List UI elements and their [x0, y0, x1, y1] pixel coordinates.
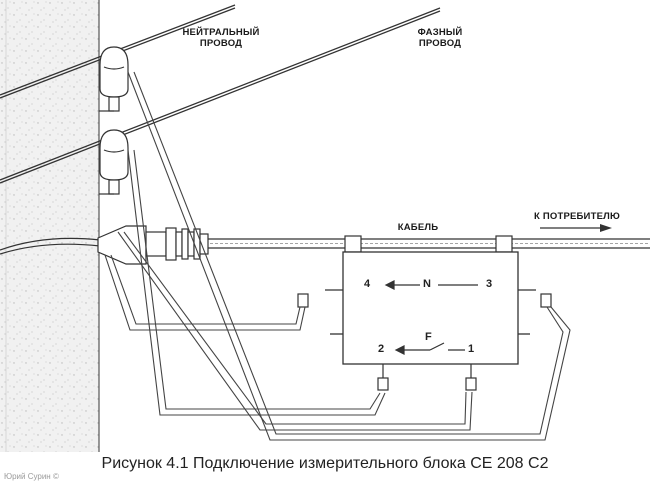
terminal-1-label: 1	[468, 343, 475, 355]
insulator-phase	[99, 129, 129, 195]
meter-block	[325, 251, 536, 365]
terminal-4-label: 4	[364, 278, 371, 290]
watermark: Юрий Сурин ©	[4, 472, 59, 481]
terminal-n-label: N	[423, 278, 431, 290]
connecting-wires	[104, 71, 571, 441]
anchor-clamp	[97, 225, 209, 265]
terminal-lugs	[297, 293, 552, 391]
insulator-neutral	[99, 46, 129, 112]
figure-caption: Рисунок 4.1 Подключение измерительного б…	[101, 455, 549, 472]
phase-wire-label-line2: ПРОВОД	[418, 38, 462, 49]
cable-clamps	[344, 235, 513, 253]
to-consumer-arrow	[540, 224, 612, 232]
cable	[0, 237, 650, 255]
wall-pole	[0, 0, 99, 452]
phase-wire	[0, 7, 441, 184]
terminal-2-label: 2	[378, 343, 385, 355]
phase-path	[394, 342, 465, 355]
cable-label: КАБЕЛЬ	[397, 222, 439, 233]
neutral-wire-label-line2: ПРОВОД	[199, 38, 243, 49]
phase-wire-label-line1: ФАЗНЫЙ	[417, 27, 463, 38]
phase-wire-label: ФАЗНЫЙ ПРОВОД	[405, 27, 475, 49]
neutral-wire-label-line1: НЕЙТРАЛЬНЫЙ	[182, 27, 260, 38]
terminal-f-label: F	[425, 331, 432, 343]
neutral-wire-label: НЕЙТРАЛЬНЫЙ ПРОВОД	[176, 27, 266, 49]
neutral-path	[384, 280, 478, 290]
to-consumer-label: К ПОТРЕБИТЕЛЮ	[534, 211, 620, 222]
terminal-3-label: 3	[486, 278, 493, 290]
